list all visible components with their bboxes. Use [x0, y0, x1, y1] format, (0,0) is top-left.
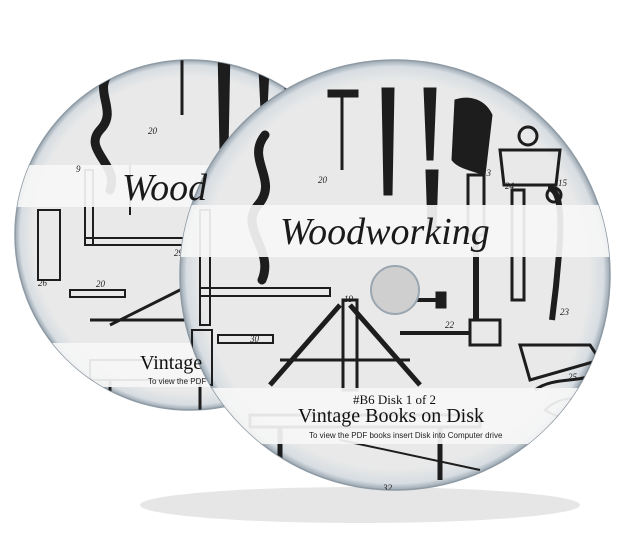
figure-number: 5 [256, 37, 261, 47]
figure-number: 20 [148, 126, 158, 136]
figure-number: 29 [174, 248, 184, 258]
back-disc-title: Wood [122, 167, 208, 209]
back-disc-series: Vintage [140, 352, 203, 374]
disc-hub [370, 265, 420, 315]
figure-number: 4 [215, 37, 220, 47]
front-disc-title: Woodworking [280, 211, 490, 253]
figure-number: 24 [505, 181, 515, 191]
ground-shadow [140, 487, 580, 523]
figure-number: 13 [482, 168, 492, 178]
figure-number: 25 [568, 372, 578, 382]
back-disc-note: To view the PDF [148, 377, 207, 386]
front-disc-note: To view the PDF books insert Disk into C… [309, 431, 503, 440]
figure-number: 30 [249, 334, 260, 344]
figure-number: 26 [38, 278, 48, 288]
figure-number: 9 [76, 164, 81, 174]
disk-label: #B6 Disk 1 of 2 [353, 392, 437, 407]
figure-number: 20 [96, 279, 106, 289]
figure-number: 23 [560, 307, 570, 317]
figure-number: 19 [344, 294, 354, 304]
figure-number: 15 [558, 178, 568, 188]
figure-number: 32 [382, 483, 393, 493]
front-disc-series: Vintage Books on Disk [298, 405, 485, 427]
front-disc: 13 19 24 15 23 22 25 32 30 20 [179, 59, 611, 493]
figure-number: 22 [445, 320, 455, 330]
figure-number: 20 [318, 175, 328, 185]
